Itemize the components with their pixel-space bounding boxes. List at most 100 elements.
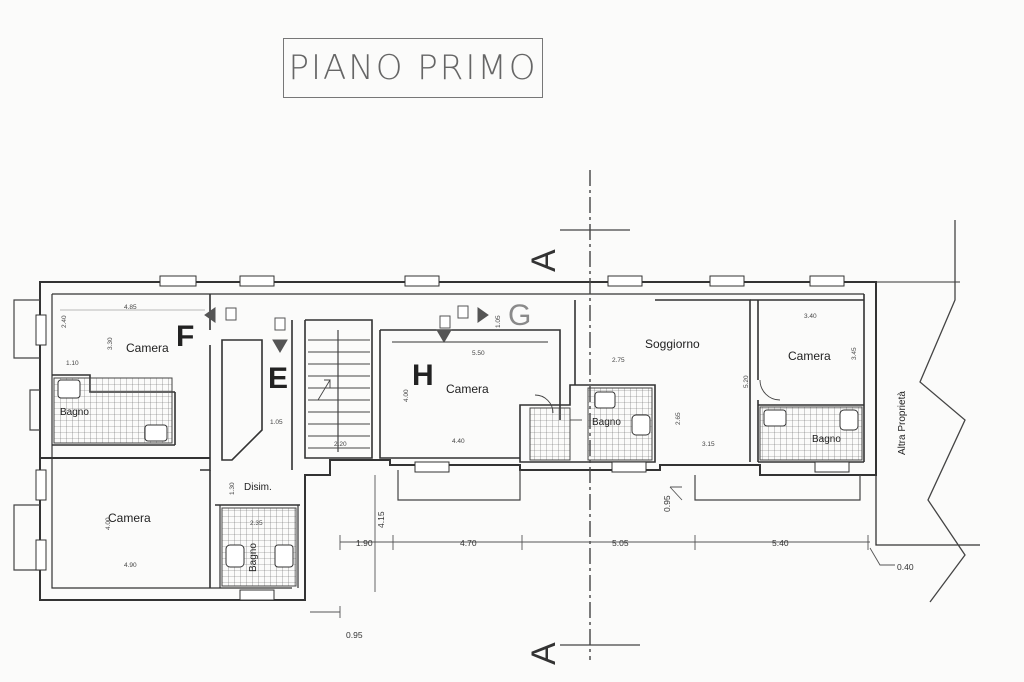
terrace-left-bottom [13,504,40,571]
wall-camera-right [750,299,864,462]
window-10 [239,589,275,601]
window-4 [607,275,643,287]
dim-345: 3.45 [851,347,858,360]
fixture-sink-center [594,391,616,409]
marker-letter-g: G [508,299,531,332]
marker-arrow-f [204,307,216,323]
neighbour-label: Altra Proprietà [897,391,908,455]
dim-340: 3.40 [804,313,817,320]
dim-040: 0.40 [897,562,914,572]
marker-arrow-h [436,329,452,343]
dim-275: 2.75 [612,357,625,364]
dim-490: 4.90 [124,562,137,569]
external-dimensions: 1.90 4.15 4.70 5.05 5.40 0.95 0.95 0.40 [346,495,914,640]
marker-letter-h: H [412,359,434,392]
stair-treads [308,339,370,449]
balconies [13,299,861,571]
sanitary-fixtures [57,379,859,568]
dim-235: 2.35 [250,520,263,527]
marker-box-1 [225,307,237,321]
dim-550: 5.50 [472,350,485,357]
dim-line-095 [310,606,341,618]
dim-leader-095 [669,486,683,501]
label-camera-center: Camera [446,382,489,396]
marker-arrow-g [477,307,489,323]
internal-dimensions: 4.85 2.40 3.30 1.10 1.05 1.05 2.20 4.00 … [60,304,858,569]
marker-box-4 [457,305,469,319]
dim-line-ticks [339,535,869,550]
tiles-bagno-center-a [529,407,571,461]
dim-105a: 1.05 [270,419,283,426]
label-disimpegno: Disim. [244,482,272,493]
wall-angled-closet [221,339,263,461]
dim-400: 4.00 [105,517,112,530]
fixture-wc-center [631,414,651,436]
fixture-bath-left [57,379,81,399]
label-camera-top-left: Camera [126,341,169,355]
wall-bagno-bottom-sides [219,505,299,588]
dim-520: 5.20 [743,375,750,388]
balcony-center [397,470,521,501]
stair-arrow [317,379,331,401]
staircase [308,330,370,452]
window-9 [814,461,850,473]
window-3 [404,275,440,287]
neighbour-boundary-zigzag [919,220,966,603]
marker-letter-f: F [176,320,194,353]
balcony-right [694,475,861,501]
section-mark-top: A [525,249,563,272]
window-11 [35,469,47,501]
dim-485: 4.85 [124,304,137,311]
dim-505: 5.05 [612,538,629,548]
wall-stair-block [291,319,373,470]
inner-wall-line-left [51,294,292,589]
window-2 [239,275,275,287]
windows [35,275,850,601]
window-5 [709,275,745,287]
dim-330: 3.30 [107,337,114,350]
external-dimension-lines [310,475,895,618]
fixture-wc-bottom [225,544,245,568]
dim-240: 2.40 [61,315,68,328]
exterior-walls [39,281,980,601]
terrace-left-top [13,299,40,359]
dim-540: 5.40 [772,538,789,548]
outer-wall-outline [39,281,877,601]
marker-box-3 [439,315,451,329]
fixture-wc-right [839,409,859,431]
wall-bagno-center [519,384,656,463]
door-swing-right [759,379,781,401]
fixture-shower-bottom [274,544,294,568]
dim-415: 4.15 [376,511,386,528]
dim-440: 4.40 [452,438,465,445]
label-bagno-center: Bagno [592,417,621,428]
section-mark-bottom: A [525,642,563,665]
dim-105b: 1.05 [495,315,502,328]
dim-095-bottom: 0.95 [346,630,363,640]
door-swing-center [534,394,554,414]
dim-265: 2.65 [675,412,682,425]
dim-315: 3.15 [702,441,715,448]
label-bagno-left: Bagno [60,407,89,418]
marker-arrow-e [272,339,288,353]
section-line [560,170,640,660]
window-7 [414,461,450,473]
dim-220: 2.20 [334,441,347,448]
marker-letter-e: E [268,362,288,395]
dim-leader-040 [869,547,895,566]
plan-title: PIANO PRIMO [283,38,543,98]
label-camera-right: Camera [788,349,831,363]
terrace-left-mid [29,389,40,431]
wall-camera-right-b [200,345,211,471]
dim-130: 1.30 [229,482,236,495]
boundary-wall [875,282,980,546]
label-camera-bottom-left: Camera [108,511,151,525]
marker-box-2 [274,317,286,331]
window-12 [35,539,47,571]
window-8 [611,461,647,473]
fixture-sink-left [144,424,168,442]
wall-soggiorno-right [655,299,751,462]
dim-095-right: 0.95 [662,495,672,512]
